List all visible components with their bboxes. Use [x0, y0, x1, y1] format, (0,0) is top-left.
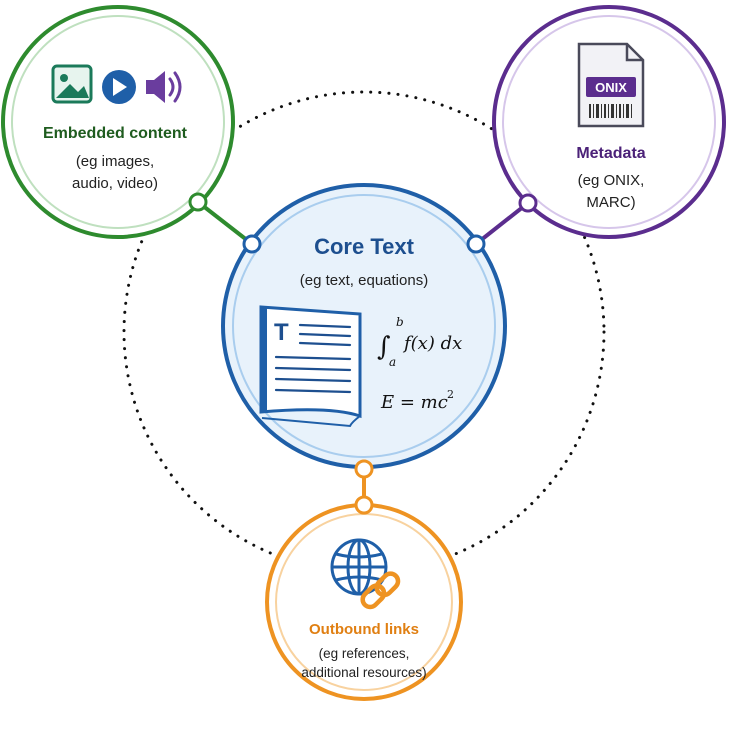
metadata-connector [474, 201, 530, 246]
embedded-circle-inner [11, 15, 225, 229]
dotted-orbit [122, 90, 606, 574]
file-icon: ONIX [577, 42, 645, 128]
outbound-title: Outbound links [309, 621, 419, 638]
metadata-joint-outer [518, 193, 538, 213]
outbound-node: Outbound links (eg references, additiona… [265, 503, 463, 701]
core-title: Core Text [314, 234, 415, 259]
integral-body: f(x) dx [402, 333, 462, 354]
globe-icon [330, 538, 388, 596]
barcode-icon [589, 104, 632, 118]
outbound-desc-line2: additional resources) [301, 665, 426, 680]
image-icon [51, 64, 93, 104]
equation-integral: ∫ b a f(x) dx [377, 315, 462, 369]
embedded-title: Embedded content [43, 125, 188, 142]
integral-sign: ∫ [377, 332, 391, 362]
onix-badge [586, 77, 636, 97]
metadata-title: Metadata [576, 145, 645, 162]
emc2-exponent: 2 [447, 388, 454, 401]
embedded-joint-core [242, 234, 262, 254]
outbound-joint-outer [354, 495, 374, 515]
doc-letter: T [274, 319, 289, 346]
metadata-joint-core [466, 234, 486, 254]
outbound-joint-core [354, 459, 374, 479]
chain-link-icon [360, 571, 401, 610]
onix-badge-text: ONIX [595, 80, 627, 95]
metadata-desc-line2: MARC) [586, 194, 635, 211]
embedded-node: Embedded content (eg images, audio, vide… [1, 5, 235, 239]
embedded-connector [196, 200, 254, 246]
metadata-desc-line1: (eg ONIX, [578, 172, 645, 189]
emc2-body: E = mc [380, 392, 448, 413]
integral-lower: a [389, 355, 396, 369]
integral-upper: b [396, 315, 404, 329]
outbound-desc-line1: (eg references, [319, 646, 410, 661]
play-icon [102, 70, 136, 104]
metadata-circle-inner [502, 15, 716, 229]
embedded-desc-line2: audio, video) [72, 175, 158, 192]
core-circle-inner [232, 194, 496, 458]
embedded-desc-line1: (eg images, [76, 153, 154, 170]
speaker-icon [146, 71, 182, 103]
equation-emc2: E = mc 2 [380, 388, 454, 413]
document-icon: T [259, 305, 362, 428]
core-text-node: Core Text (eg text, equations) T ∫ b a f… [221, 183, 507, 469]
core-subtitle: (eg text, equations) [300, 272, 428, 289]
embedded-joint-outer [188, 192, 208, 212]
metadata-node: ONIX Metadata (eg ONIX, MARC) [492, 5, 726, 239]
